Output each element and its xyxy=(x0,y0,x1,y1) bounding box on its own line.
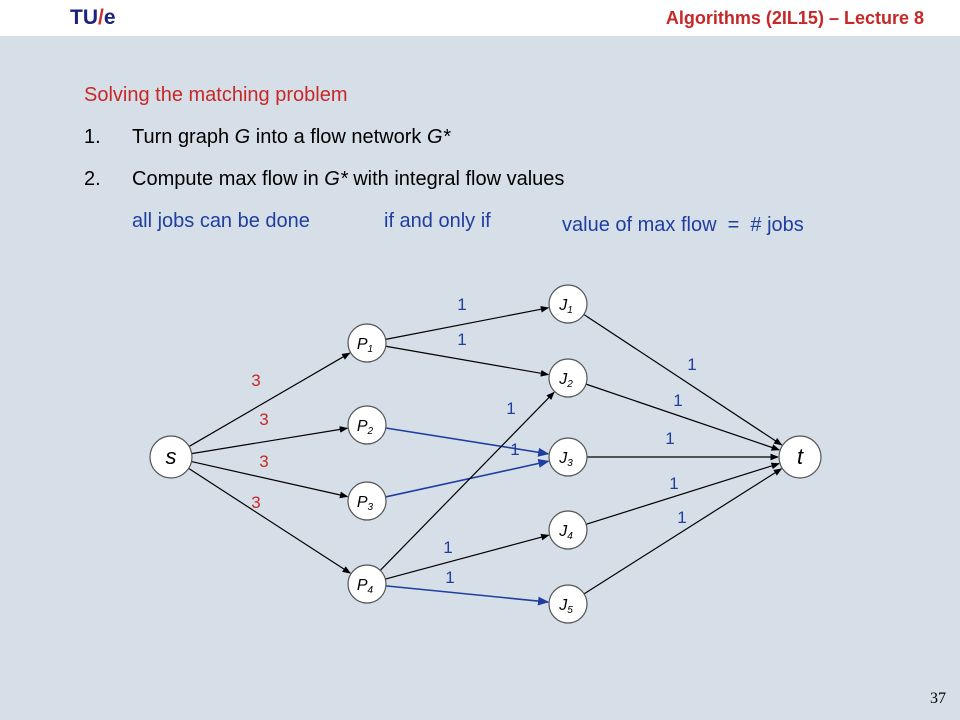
edge-p4-j4 xyxy=(385,533,550,580)
node-label-j4: J4 xyxy=(558,523,573,542)
capacity-label-p2-j3: 1 xyxy=(506,399,515,418)
capacity-label-j3-t: 1 xyxy=(665,429,674,448)
claim-right: value of max flow = # jobs xyxy=(562,214,804,236)
node-label-p3: P3 xyxy=(357,494,374,513)
node-j1 xyxy=(548,284,588,324)
edge-p2-j3 xyxy=(385,427,550,457)
capacity-label-p4-j5: 1 xyxy=(445,568,454,587)
node-label-p1: P1 xyxy=(357,336,373,355)
edge-s-p1 xyxy=(188,352,351,447)
node-label-t: t xyxy=(797,444,804,469)
node-t xyxy=(778,435,822,479)
capacity-label-j1-t: 1 xyxy=(687,355,696,374)
node-j2 xyxy=(548,358,588,398)
capacity-label-s-p3: 3 xyxy=(259,452,268,471)
capacity-label-s-p1: 3 xyxy=(251,371,260,390)
page-number: 37 xyxy=(930,690,946,707)
node-p4 xyxy=(347,564,387,604)
node-p2 xyxy=(347,405,387,445)
course-title: Algorithms (2IL15) – Lecture 8 xyxy=(665,8,924,28)
node-s xyxy=(149,435,193,479)
capacity-label-p3-j3: 1 xyxy=(510,440,519,459)
node-p1 xyxy=(347,323,387,363)
node-label-p2: P2 xyxy=(357,418,374,437)
capacity-label-j5-t: 1 xyxy=(677,508,686,527)
slide-title: Solving the matching problem xyxy=(84,84,348,106)
slide-header: TU/e Algorithms (2IL15) – Lecture 8 xyxy=(0,0,960,36)
capacity-label-j2-t: 1 xyxy=(673,391,682,410)
node-label-j2: J2 xyxy=(558,371,573,390)
claim-left: all jobs can be done xyxy=(132,210,310,232)
node-j3 xyxy=(548,437,588,477)
node-j4 xyxy=(548,510,588,550)
tue-logo: TU/e xyxy=(70,6,116,29)
node-label-j3: J3 xyxy=(558,450,573,469)
edge-p4-j2 xyxy=(379,391,555,571)
edge-j1-t xyxy=(583,313,783,446)
edge-j2-t xyxy=(585,383,780,451)
edge-j5-t xyxy=(583,468,783,595)
node-label-j5: J5 xyxy=(558,597,573,616)
capacity-label-p4-j4: 1 xyxy=(443,538,452,557)
node-j5 xyxy=(548,584,588,624)
edge-j4-t xyxy=(585,462,780,525)
capacity-label-s-p2: 3 xyxy=(259,410,268,429)
capacity-label-j4-t: 1 xyxy=(669,474,678,493)
edge-s-p3 xyxy=(191,461,349,499)
capacity-label-s-p4: 3 xyxy=(251,493,260,512)
node-p3 xyxy=(347,481,387,521)
edge-p3-j3 xyxy=(385,459,550,498)
node-label-p4: P4 xyxy=(357,577,374,596)
node-label-j1: J1 xyxy=(558,297,573,316)
claim-middle: if and only if xyxy=(384,210,491,232)
capacity-label-p1-j2: 1 xyxy=(457,330,466,349)
node-label-s: s xyxy=(166,444,177,469)
edge-p4-j5 xyxy=(385,585,550,606)
capacity-label-p1-j1: 1 xyxy=(457,295,466,314)
edge-p1-j1 xyxy=(385,305,550,340)
edge-s-p4 xyxy=(188,467,351,574)
edge-s-p2 xyxy=(191,426,349,455)
edge-p1-j2 xyxy=(385,345,550,377)
